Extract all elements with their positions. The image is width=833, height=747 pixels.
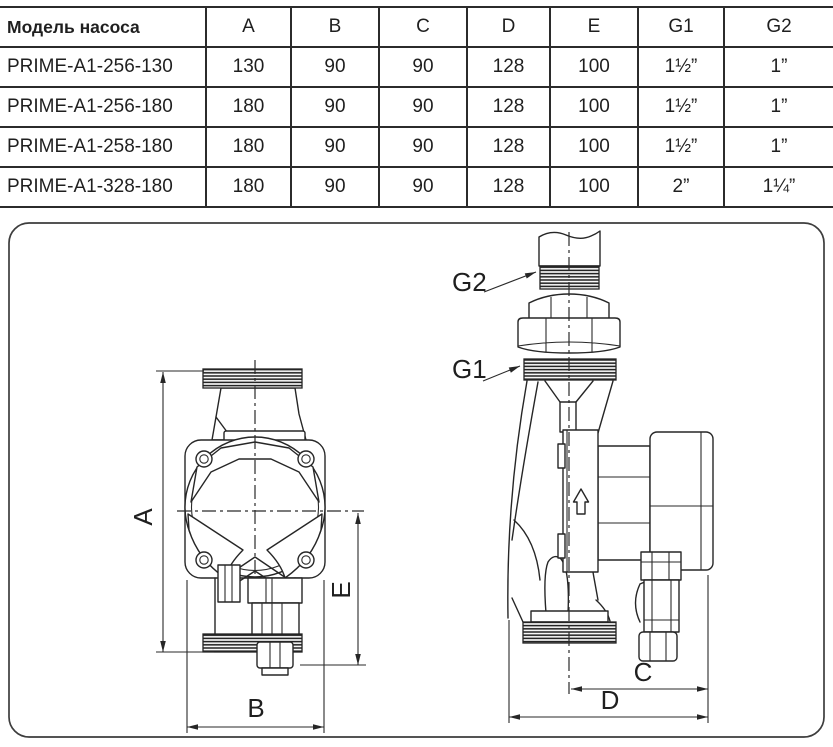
cell: 128 <box>466 167 550 208</box>
pump-front-view <box>177 360 364 676</box>
cell: 1” <box>723 87 833 128</box>
table-header-row: Модель насоса A B C D E G1 G2 <box>0 7 833 48</box>
table-row: PRIME-A1-256-180 180 90 90 128 100 1½” 1… <box>0 87 833 128</box>
terminal-box-front <box>247 577 303 604</box>
g2-label: G2 <box>452 267 487 297</box>
flange-bolt-holes <box>195 450 315 569</box>
cell-model: PRIME-A1-328-180 <box>0 167 206 208</box>
cell: 90 <box>290 167 379 208</box>
cell: 100 <box>549 167 638 208</box>
cable-gland <box>256 641 294 676</box>
cell-model: PRIME-A1-258-180 <box>0 127 206 168</box>
cell: 128 <box>466 47 550 88</box>
column-header-b: B <box>290 7 379 48</box>
pump-head-plate <box>557 429 599 573</box>
cell: 90 <box>290 127 379 168</box>
pipe-stub <box>538 230 601 267</box>
pump-side-view <box>507 230 714 694</box>
dimension-label-b: B <box>247 693 264 723</box>
dimension-c: C <box>571 575 709 695</box>
dimension-label-d: D <box>601 685 620 715</box>
cell: 90 <box>378 167 467 208</box>
column-header-g2: G2 <box>723 7 833 48</box>
cell-model: PRIME-A1-256-180 <box>0 87 206 128</box>
top-port-thread <box>202 368 303 389</box>
cell: 1” <box>723 127 833 168</box>
flow-direction-arrow-icon <box>572 488 590 515</box>
cell-model: PRIME-A1-256-130 <box>0 47 206 88</box>
column-header-a: A <box>205 7 291 48</box>
cell: 1¼” <box>723 167 833 208</box>
cell: 1½” <box>637 127 724 168</box>
dimension-a: A <box>128 370 214 653</box>
dimension-label-a: A <box>128 508 158 526</box>
cell: 2” <box>637 167 724 208</box>
cell: 1½” <box>637 87 724 128</box>
g1-thread <box>523 358 617 381</box>
cell: 90 <box>290 87 379 128</box>
cell: 90 <box>378 87 467 128</box>
cell: 90 <box>290 47 379 88</box>
cell: 1” <box>723 47 833 88</box>
cell: 180 <box>205 87 291 128</box>
column-header-g1: G1 <box>637 7 724 48</box>
terminal-connector <box>634 551 682 662</box>
callout-g1: G1 <box>452 354 521 384</box>
dimensions-table: Модель насоса A B C D E G1 G2 PRIME-A1-2… <box>0 6 833 208</box>
column-header-model: Модель насоса <box>0 7 206 48</box>
callout-g2: G2 <box>452 267 537 297</box>
column-header-c: C <box>378 7 467 48</box>
cell: 100 <box>549 127 638 168</box>
cell: 128 <box>466 87 550 128</box>
cell: 180 <box>205 167 291 208</box>
cell: 130 <box>205 47 291 88</box>
motor-assembly <box>597 431 714 571</box>
table-row: PRIME-A1-328-180 180 90 90 128 100 2” 1¼… <box>0 167 833 208</box>
drawing-border <box>8 222 825 738</box>
cell: 100 <box>549 87 638 128</box>
dimension-label-c: C <box>634 657 653 687</box>
cell: 90 <box>378 127 467 168</box>
dimension-b: B <box>186 580 325 733</box>
table-row: PRIME-A1-256-130 130 90 90 128 100 1½” 1… <box>0 47 833 88</box>
table-row: PRIME-A1-258-180 180 90 90 128 100 1½” 1… <box>0 127 833 168</box>
g1-label: G1 <box>452 354 487 384</box>
cell: 100 <box>549 47 638 88</box>
cell: 90 <box>378 47 467 88</box>
dimension-e: E <box>300 513 366 666</box>
cell: 180 <box>205 127 291 168</box>
cell: 128 <box>466 127 550 168</box>
column-header-d: D <box>466 7 550 48</box>
cell: 1½” <box>637 47 724 88</box>
column-header-e: E <box>549 7 638 48</box>
dimension-d: D <box>508 620 709 723</box>
dimension-label-e: E <box>326 581 356 598</box>
